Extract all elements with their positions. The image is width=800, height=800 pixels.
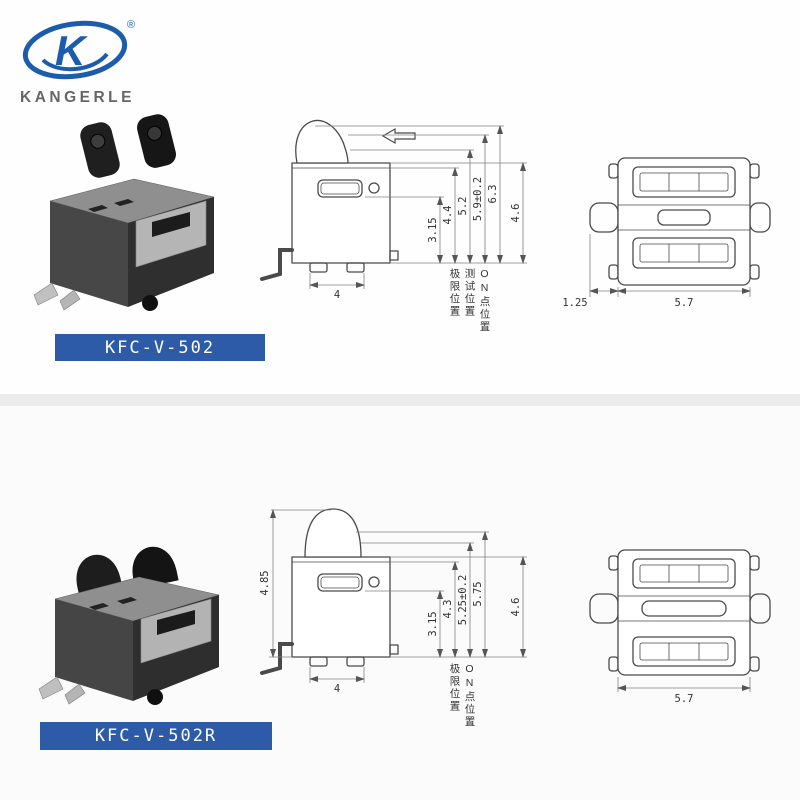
switch-terminals [38, 676, 163, 705]
body-outline [260, 508, 399, 675]
body-outline [260, 119, 399, 281]
dim-free-position: 6.3 [487, 185, 499, 204]
dim-slot: 3.15 [427, 611, 439, 636]
label-test-position: 测试位置 [463, 268, 476, 318]
dim-test: 5.2 [457, 197, 469, 216]
dim-limit: 4.4 [442, 206, 454, 225]
section-kfc-v-502: K ® KANGERLE [0, 0, 800, 394]
dim-overall-width: 5.7 [675, 297, 694, 309]
left-terminal-lead [260, 642, 294, 675]
model-name: KFC-V-502 [104, 337, 216, 358]
dim-on-point: 5.9±0.2 [472, 177, 484, 221]
label-on-position: ON点位置 [463, 663, 476, 729]
brand-name: KANGERLE [20, 89, 135, 106]
press-direction-arrow-icon [381, 127, 416, 145]
dimension-lines [309, 125, 527, 289]
section-divider [0, 394, 800, 406]
label-limit-position: 极限位置 [448, 268, 461, 318]
product-photo-kfc-v-502r [38, 546, 220, 705]
dim-on-point: 5.25±0.2 [457, 575, 469, 626]
label-on-position: ON点位置 [478, 268, 491, 334]
dimension-lines [617, 677, 751, 692]
left-terminal-lead [260, 248, 294, 281]
dim-body-height: 4.6 [510, 598, 522, 617]
switch-terminals [33, 282, 158, 311]
model-label-kfc-v-502r: KFC-V-502R [40, 722, 272, 750]
top-view-outline [589, 157, 771, 286]
model-label-kfc-v-502: KFC-V-502 [55, 334, 265, 361]
logo-ellipse [22, 20, 128, 80]
dim-body-height: 4.6 [510, 204, 522, 223]
front-view-drawing-502: 3.15 4.4 5.2 5.9±0.2 6.3 4.6 4 [260, 119, 527, 301]
dim-tab-offset: 1.25 [562, 297, 587, 309]
dimension-lines [269, 509, 527, 683]
dim-slot: 3.15 [427, 217, 439, 242]
switch-body [54, 576, 220, 701]
product-photo-kfc-v-502 [33, 114, 215, 311]
top-view-drawing-502r: 5.7 [589, 549, 771, 705]
dim-base-width: 4 [334, 289, 340, 301]
dim-overall-width: 5.7 [675, 693, 694, 705]
dimension-lines [589, 234, 751, 297]
front-view-drawing-502r: 4.85 3.15 4.3 5.25±0.2 5.75 4.6 4 [259, 508, 527, 695]
detector-lever [295, 119, 349, 164]
dim-free-position: 5.75 [472, 581, 484, 606]
dim-base-width: 4 [334, 683, 340, 695]
section-kfc-v-502r: 4.85 3.15 4.3 5.25±0.2 5.75 4.6 4 [0, 406, 800, 800]
label-limit-position: 极限位置 [448, 663, 461, 713]
top-view-outline [589, 549, 771, 676]
model-name: KFC-V-502R [94, 726, 218, 746]
dome-lever [304, 508, 362, 558]
logo-swoosh [41, 52, 109, 72]
registered-mark: ® [127, 19, 135, 31]
switch-body [49, 178, 215, 307]
dim-total-height: 4.85 [259, 570, 271, 595]
top-view-drawing-502: 1.25 5.7 [562, 157, 771, 309]
brand-logo: K ® KANGERLE [20, 19, 135, 106]
switch-ears [80, 114, 176, 178]
dim-limit: 4.3 [442, 600, 454, 619]
